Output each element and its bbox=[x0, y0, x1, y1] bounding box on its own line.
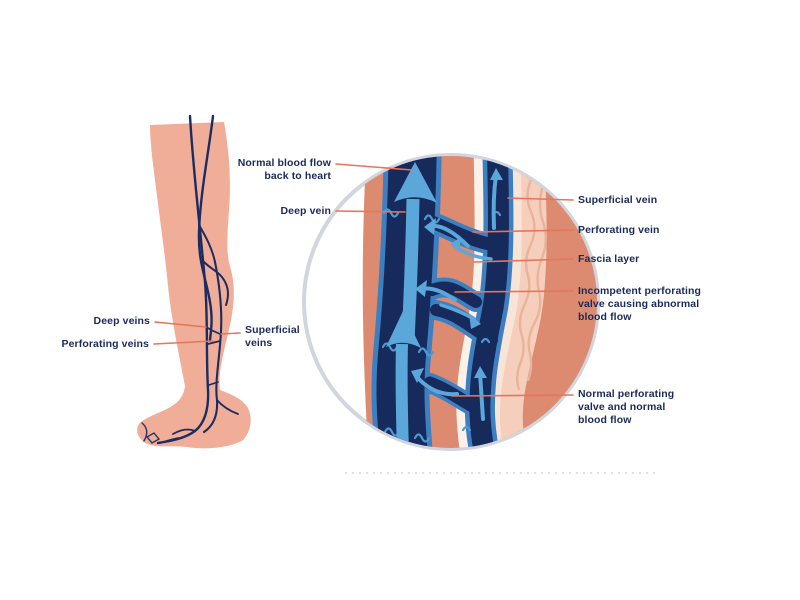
label-deep-vein: Deep vein bbox=[280, 205, 331, 217]
leg-silhouette bbox=[137, 122, 251, 449]
leg-illustration bbox=[137, 114, 251, 449]
label-incompetent-valve: Incompetent perforating valve causing ab… bbox=[578, 285, 702, 323]
leader-perforating-veins bbox=[153, 340, 214, 345]
label-superficial-veins: Superficial veins bbox=[245, 324, 300, 349]
label-perforating-veins: Perforating veins bbox=[61, 338, 149, 350]
label-superficial-vein: Superficial vein bbox=[578, 194, 658, 206]
label-normal-valve: Normal perforating valve and normal bloo… bbox=[578, 388, 675, 426]
leg-veins bbox=[156, 114, 239, 445]
label-fascia-layer: Fascia layer bbox=[578, 253, 640, 265]
leader-normal-blood-flow bbox=[335, 163, 413, 171]
label-perforating-vein: Perforating vein bbox=[578, 224, 660, 236]
leader-fascia-layer bbox=[473, 258, 574, 263]
leader-lines bbox=[153, 163, 574, 397]
label-deep-veins: Deep veins bbox=[93, 315, 150, 327]
foot-details bbox=[141, 422, 161, 444]
label-normal-blood-flow: Normal blood flow back to heart bbox=[237, 157, 331, 182]
leader-deep-vein bbox=[335, 210, 406, 213]
leader-superficial-vein bbox=[507, 197, 574, 201]
leader-normal-valve bbox=[451, 394, 574, 397]
leader-incompetent-valve bbox=[454, 290, 574, 293]
leader-superficial-veins bbox=[220, 332, 241, 335]
subcutaneous-texture bbox=[516, 156, 548, 391]
leader-deep-veins bbox=[154, 321, 207, 328]
flow-arrows-small bbox=[411, 168, 503, 421]
leader-perforating-vein bbox=[472, 229, 574, 233]
magnified-inset bbox=[302, 153, 600, 451]
perforating-vein-incompetent-lower bbox=[430, 304, 498, 346]
